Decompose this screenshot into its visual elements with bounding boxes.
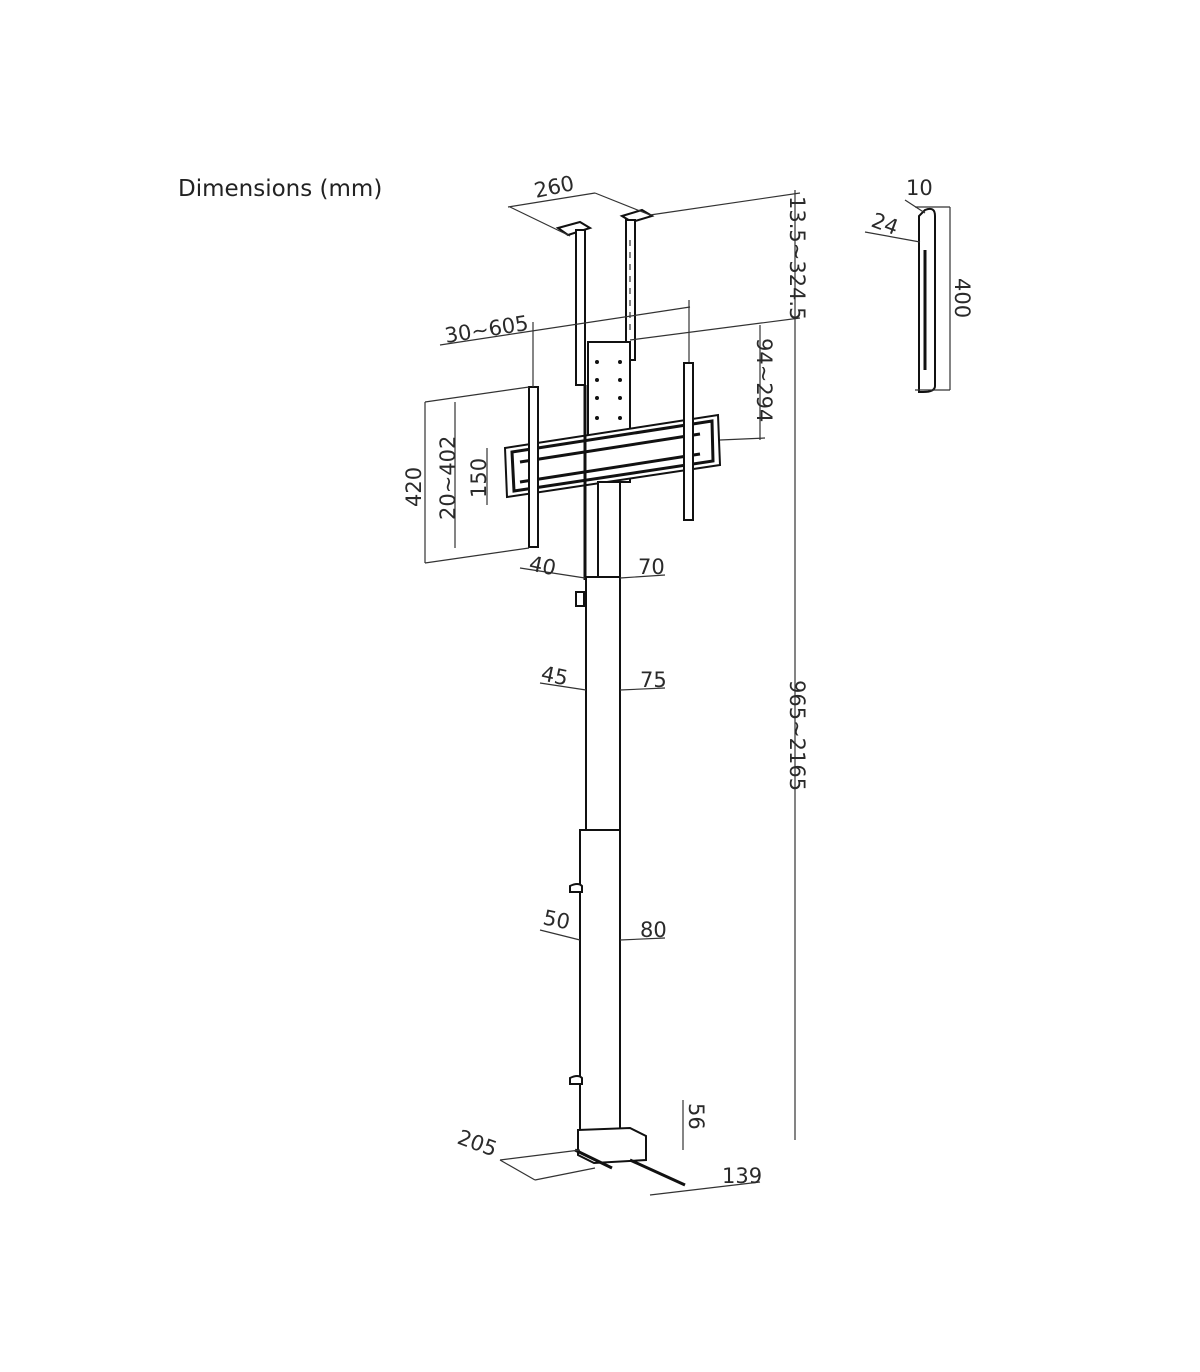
label-arm-length: 420 <box>402 467 426 507</box>
tv-mount-plate <box>503 362 722 548</box>
label-lower-tube-width: 80 <box>640 918 667 942</box>
label-vesa-vertical: 20~402 <box>436 436 460 520</box>
label-total-height: 965~2165 <box>785 680 809 791</box>
diagram-title: Dimensions (mm) <box>178 176 382 202</box>
label-upper-tube-depth: 40 <box>527 551 558 580</box>
label-upper-tube-width: 70 <box>638 555 665 579</box>
label-ceiling-drop: 13.5~324.5 <box>785 196 809 320</box>
label-lower-tube-depth: 50 <box>541 905 572 934</box>
base <box>574 1126 686 1187</box>
label-mid-tube-width: 75 <box>640 668 667 692</box>
label-side-thickness: 10 <box>906 176 933 200</box>
label-plate-height: 150 <box>467 458 491 498</box>
side-view-bracket <box>864 199 951 393</box>
label-base-height: 56 <box>684 1103 708 1130</box>
label-base-width: 139 <box>722 1164 762 1188</box>
label-arm-spread: 30~605 <box>443 311 530 348</box>
column <box>569 385 621 1131</box>
dimension-lines <box>424 190 801 1196</box>
label-side-depth: 24 <box>868 208 901 240</box>
label-ceiling-bracket-width: 260 <box>532 171 576 203</box>
label-plate-offset: 94~294 <box>752 338 776 422</box>
label-mid-tube-depth: 45 <box>539 661 570 690</box>
label-base-depth: 205 <box>454 1125 500 1161</box>
label-side-length: 400 <box>950 278 974 318</box>
